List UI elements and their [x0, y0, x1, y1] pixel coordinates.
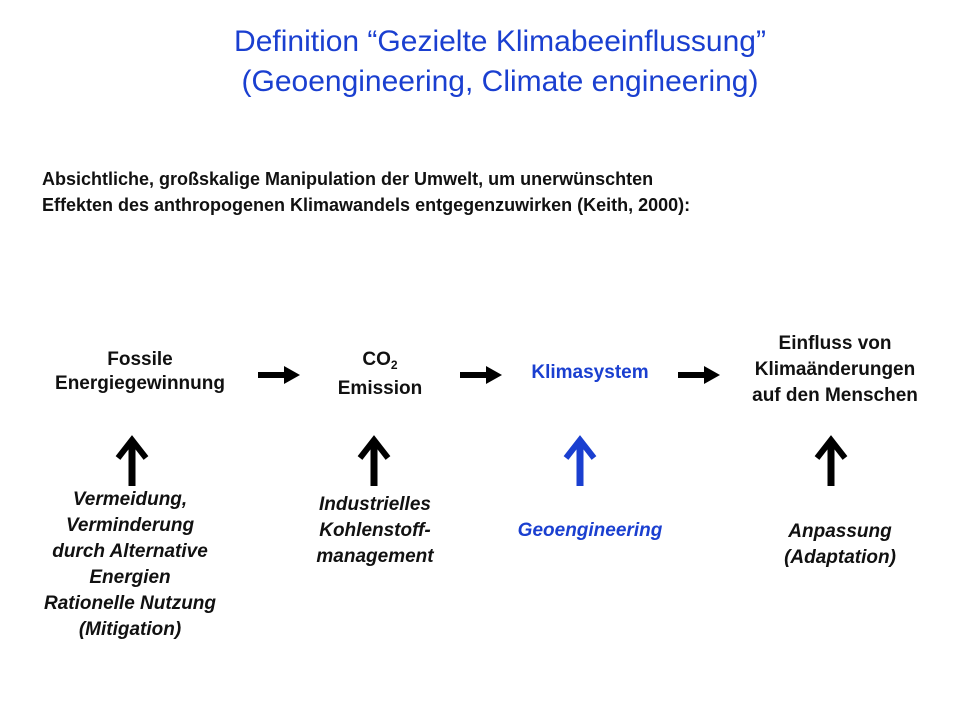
node-co2-emission: CO2 Emission: [300, 348, 460, 401]
title-line-2: (Geoengineering, Climate engineering): [241, 65, 759, 98]
up-arrow-icon: [814, 435, 848, 486]
carbon-line-2: Kohlenstoff-: [319, 520, 431, 541]
mitigation-line-2: Verminderung: [65, 515, 195, 536]
up-arrow-icon-blue: [563, 435, 597, 486]
node-co2-line-2: Emission: [337, 378, 423, 399]
mitigation-line-6: (Mitigation): [78, 619, 182, 640]
co2-subscript: 2: [390, 358, 398, 372]
title-line-1: Definition “Gezielte Klimabeeinflussung”: [234, 25, 766, 58]
node-fossil-line-1: Fossile: [107, 349, 173, 370]
adaptation-line-1: Anpassung: [788, 521, 892, 542]
mitigation-line-3: durch Alternative: [52, 541, 208, 562]
geoengineering-label: Geoengineering: [517, 520, 663, 541]
node-human-impact: Einfluss von Klimaänderungen auf den Men…: [715, 331, 955, 409]
node-co2-line-1: CO2: [300, 348, 460, 377]
node-fossil-line-2: Energiegewinnung: [55, 373, 225, 394]
mitigation-line-4: Energien: [89, 567, 171, 588]
definition-text: Absichtliche, großskalige Manipulation d…: [42, 166, 942, 218]
right-arrow-icon: [258, 366, 300, 384]
node-impact-line-1: Einfluss von: [778, 333, 892, 354]
mitigation-line-1: Vermeidung,: [72, 489, 188, 510]
slide-title: Definition “Gezielte Klimabeeinflussung”…: [0, 22, 960, 102]
node-climate-label: Klimasystem: [531, 362, 649, 383]
up-arrow-icon: [357, 435, 391, 486]
adaptation-line-2: (Adaptation): [784, 547, 896, 568]
up-arrow-icon: [115, 435, 149, 486]
node-impact-line-3: auf den Menschen: [752, 385, 918, 406]
right-arrow-icon: [460, 366, 502, 384]
co2-main: CO: [362, 349, 391, 370]
node-impact-line-2: Klimaänderungen: [754, 359, 916, 380]
carbon-line-1: Industrielles: [319, 494, 431, 515]
definition-line-1: Absichtliche, großskalige Manipulation d…: [42, 169, 654, 189]
measure-carbon-management: Industrielles Kohlenstoff- management: [275, 492, 475, 570]
definition-line-2: Effekten des anthropogenen Klimawandels …: [42, 195, 691, 215]
right-arrow-icon: [678, 366, 720, 384]
measure-mitigation: Vermeidung, Verminderung durch Alternati…: [5, 487, 255, 643]
measure-adaptation: Anpassung (Adaptation): [740, 519, 940, 571]
node-climate-system: Klimasystem: [505, 361, 675, 385]
carbon-line-3: management: [316, 546, 434, 567]
mitigation-line-5: Rationelle Nutzung: [43, 593, 217, 614]
node-fossil-energy: Fossile Energiegewinnung: [20, 348, 260, 396]
measure-geoengineering: Geoengineering: [490, 518, 690, 543]
